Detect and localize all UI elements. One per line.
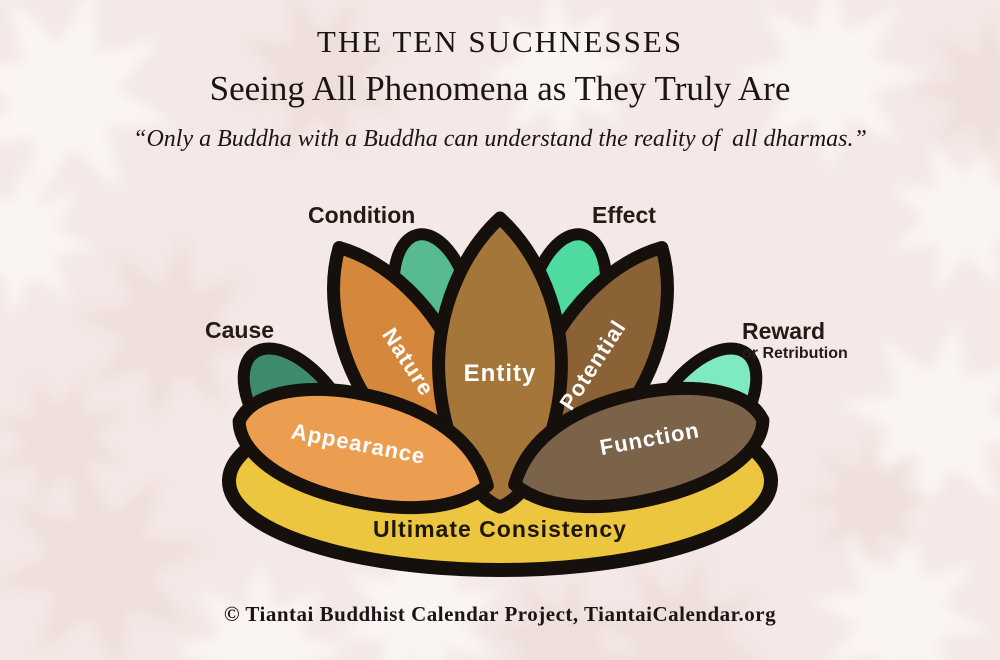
label-effect: Effect (592, 202, 656, 228)
label-reward: Reward (742, 318, 826, 344)
label-reward-sub: or Retribution (742, 345, 848, 362)
petal-entity (432, 211, 568, 514)
quote-text: “Only a Buddha with a Buddha can underst… (133, 126, 867, 152)
petal-label-entity: Entity (464, 360, 537, 387)
page-title: THE TEN SUCHNESSES (316, 24, 684, 59)
label-cause: Cause (205, 317, 275, 343)
flower-motif (800, 430, 940, 570)
label-condition: Condition (308, 202, 416, 228)
page-subtitle: Seeing All Phenomena as They Truly Are (209, 69, 791, 108)
footer-credit: © Tiantai Buddhist Calendar Project, Tia… (223, 602, 777, 626)
petal-label-ultimate-consistency: Ultimate Consistency (373, 516, 627, 542)
lotus-petals (222, 211, 778, 577)
